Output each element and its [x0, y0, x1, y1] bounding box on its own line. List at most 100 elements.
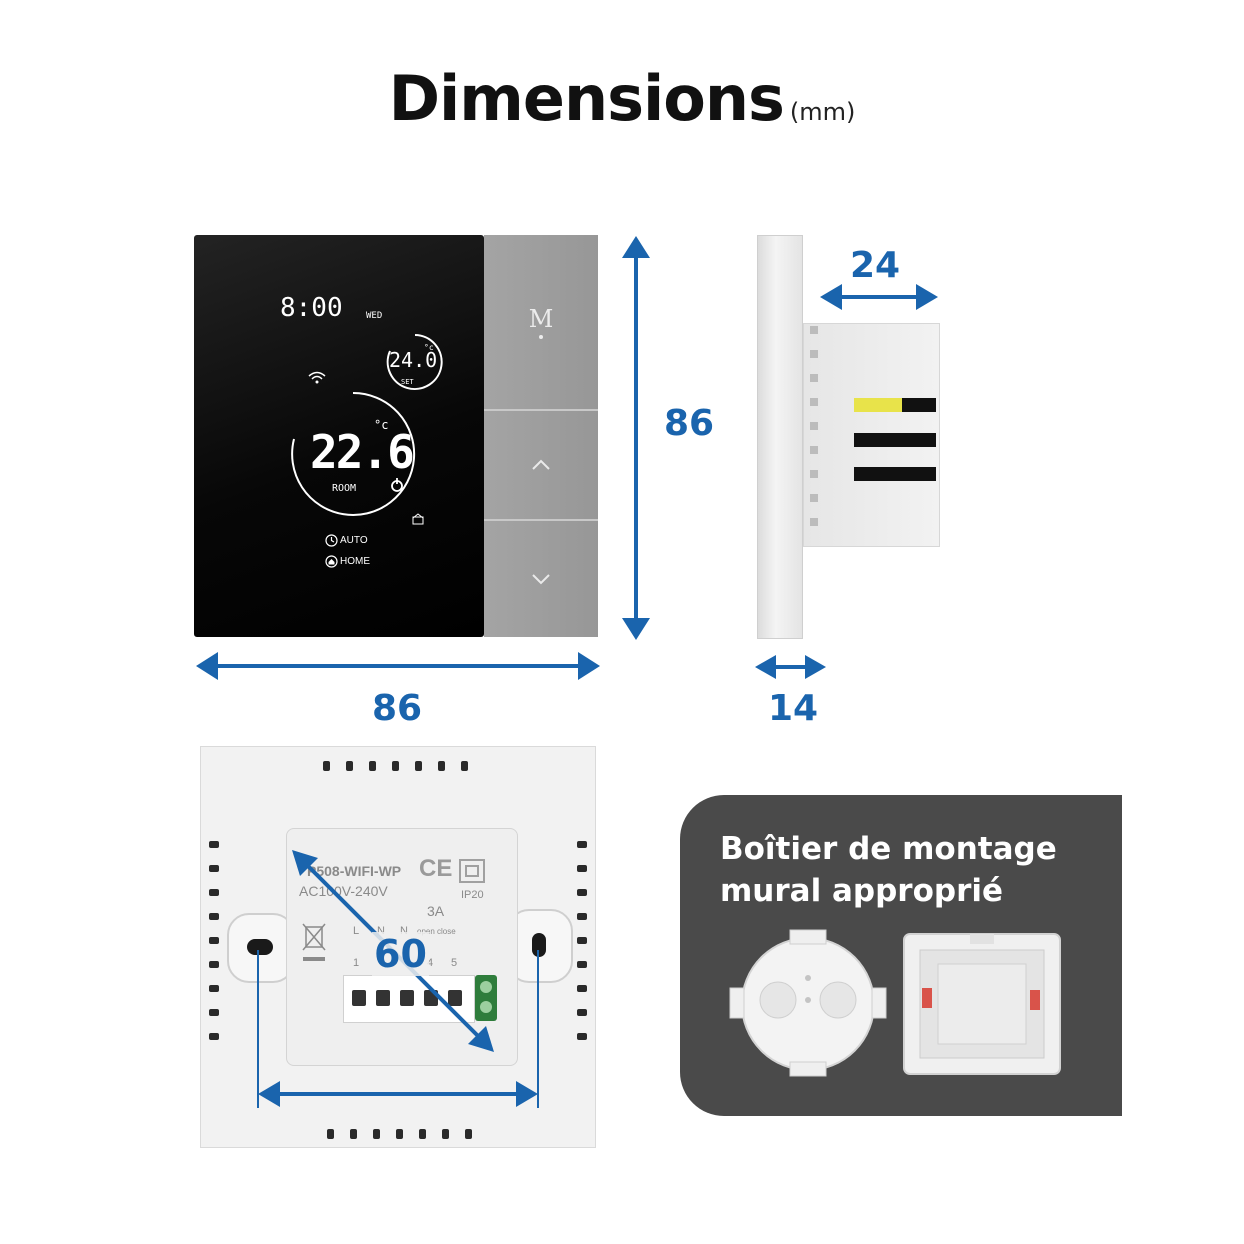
- terminal-screw: [352, 990, 366, 1006]
- current-label: 3A: [427, 903, 445, 919]
- title-main: Dimensions: [388, 62, 785, 135]
- wifi-icon: [308, 371, 326, 384]
- vent: [577, 1009, 587, 1016]
- vent: [465, 1129, 472, 1139]
- clock-display: 8:00: [280, 293, 343, 323]
- vent: [577, 937, 587, 944]
- terminal-number: 1: [353, 957, 360, 969]
- mounting-ear-left: [227, 913, 295, 983]
- vent: [392, 761, 399, 771]
- home-icon: [325, 555, 338, 568]
- set-temperature: 24.0: [389, 348, 438, 372]
- vent: [396, 1129, 403, 1139]
- vent: [209, 1033, 219, 1040]
- mounting-spacing-arrow: [257, 950, 539, 1108]
- terminal-screw: [480, 981, 492, 993]
- day-display: WED: [366, 311, 383, 321]
- mounting-ear-right: [507, 909, 573, 983]
- model-label: P508-WIFI-WP: [307, 863, 402, 879]
- menu-key[interactable]: M: [484, 235, 598, 409]
- key-divider: [484, 519, 598, 521]
- terminal-letter: N: [400, 925, 408, 937]
- down-key[interactable]: [484, 521, 598, 637]
- vent: [577, 841, 587, 848]
- thermostat-front-glass: 8:00 WED 24.0 °c SET 22.6 °c ROOM AUTO H…: [194, 235, 484, 637]
- voltage-label: AC100V-240V: [299, 883, 388, 899]
- down-arrow-icon: [532, 574, 550, 585]
- vent: [327, 1129, 334, 1139]
- vent: [438, 761, 445, 771]
- ce-mark: CE: [419, 855, 453, 882]
- vent: [577, 985, 587, 992]
- side-vents: [810, 326, 818, 526]
- round-mounting-box: [729, 929, 887, 1077]
- terminal-block: [343, 975, 475, 1023]
- vent: [577, 913, 587, 920]
- clock-icon: [325, 534, 338, 547]
- side-depth-label: 24: [850, 245, 901, 286]
- terminal-yellow: [854, 398, 902, 412]
- up-arrow-icon: [532, 459, 550, 470]
- vent: [209, 841, 219, 848]
- room-temperature: 22.6: [310, 425, 415, 479]
- mode-auto: AUTO: [340, 535, 368, 546]
- front-height-label: 86: [664, 403, 715, 444]
- set-temp-unit: °c: [424, 343, 434, 352]
- terminal-number: 5: [451, 957, 458, 969]
- terminal-slot: [854, 467, 936, 481]
- mounting-spacing-label: 60: [374, 932, 427, 976]
- room-temp-ring: [291, 392, 416, 516]
- heating-icon: [391, 478, 403, 492]
- vent: [442, 1129, 449, 1139]
- mounting-box-caption: Boîtier de montage mural approprié: [720, 831, 1057, 909]
- vent: [209, 889, 219, 896]
- terminal-screw: [480, 1001, 492, 1013]
- vent: [209, 1009, 219, 1016]
- room-temp-unit: °c: [374, 418, 389, 432]
- side-thickness-arrow: [755, 655, 826, 679]
- set-temp-ring: [386, 334, 443, 390]
- vent: [323, 761, 330, 771]
- vent: [373, 1129, 380, 1139]
- vent: [350, 1129, 357, 1139]
- vent: [577, 889, 587, 896]
- sensor-terminal: [475, 975, 497, 1021]
- title-unit: (mm): [789, 98, 856, 126]
- ip-rating: IP20: [461, 889, 484, 901]
- terminal-slot: [854, 433, 936, 447]
- vent: [577, 961, 587, 968]
- vent: [209, 961, 219, 968]
- up-key[interactable]: [484, 411, 598, 519]
- vent: [577, 1033, 587, 1040]
- terminal-screw: [448, 990, 462, 1006]
- terminal-letter: N: [377, 925, 385, 937]
- front-width-label: 86: [372, 688, 423, 729]
- vent: [577, 865, 587, 872]
- vent: [346, 761, 353, 771]
- vent: [369, 761, 376, 771]
- menu-key-label: M: [528, 305, 554, 333]
- terminal-letter: L: [353, 925, 360, 937]
- vent: [209, 937, 219, 944]
- mounting-hole-left: [247, 939, 273, 955]
- side-depth-arrow: [820, 284, 938, 310]
- mounting-hole-right: [532, 933, 546, 957]
- front-width-arrow: [196, 652, 600, 680]
- double-insulation-icon: [459, 859, 485, 883]
- vent: [419, 1129, 426, 1139]
- home-lock-icon: [412, 513, 424, 525]
- side-thickness-label: 14: [768, 688, 819, 729]
- terminal-slot: [854, 398, 936, 412]
- thermostat-front-keys: M: [484, 235, 598, 637]
- weee-bin-icon: [302, 923, 326, 961]
- vent: [415, 761, 422, 771]
- open-close-label: open close: [417, 927, 456, 936]
- front-height-arrow: [622, 236, 650, 640]
- vent: [461, 761, 468, 771]
- square-mounting-box: [903, 933, 1061, 1075]
- mounting-spacing-label-bg: 60: [372, 932, 429, 976]
- vent: [209, 865, 219, 872]
- page-title: Dimensions(mm): [0, 62, 1244, 135]
- mode-home: HOME: [340, 556, 370, 567]
